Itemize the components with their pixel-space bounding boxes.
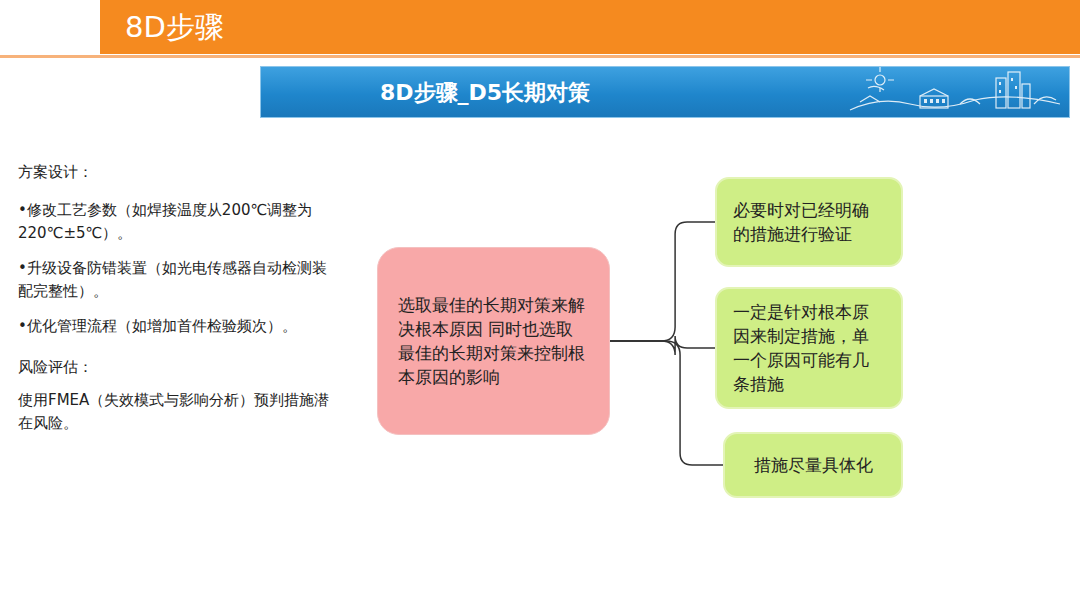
box-text: 选取最佳的长期对策来解决根本原因 同时也选取最佳的长期对策来控制根本原因的影响 [398, 293, 589, 389]
bullet-note: •升级设备防错装置（如光电传感器自动检测装配完整性）。 [18, 257, 336, 303]
box-text-group: 必要时对已经明确的措施进行验证 [733, 198, 885, 246]
connector-line [610, 341, 723, 465]
note-text: 使用FMEA（失效模式与影响分析）预判措施潜在风险。 [18, 389, 336, 435]
box-text: 措施尽量具体化 [754, 453, 873, 477]
bullet-note: •修改工艺参数（如焊接温度从200℃调整为220℃±5℃）。 [18, 199, 336, 245]
bracket-connector [610, 341, 723, 465]
connector-line [610, 222, 715, 341]
box-text-group: 选取最佳的长期对策来解决根本原因 同时也选取最佳的长期对策来控制根本原因的影响 [398, 293, 589, 389]
header-rule [0, 55, 1080, 58]
measure-box: 必要时对已经明确的措施进行验证 [715, 177, 903, 267]
box-text: 必要时对已经明确的措施进行验证 [733, 198, 885, 246]
box-text-group: 一定是针对根本原因来制定措施，单一个原因可能有几条措施 [733, 300, 885, 396]
bracket-connector [610, 336, 715, 355]
bracket-connector [610, 222, 715, 341]
box-text: 一定是针对根本原因来制定措施，单一个原因可能有几条措施 [733, 300, 885, 396]
header-bar [100, 0, 1080, 54]
measure-box: 措施尽量具体化 [723, 432, 903, 498]
section-title: 8D步骤_D5长期对策 [380, 78, 590, 108]
main-strategy-box: 选取最佳的长期对策来解决根本原因 同时也选取最佳的长期对策来控制根本原因的影响 [377, 247, 610, 435]
measure-box: 一定是针对根本原因来制定措施，单一个原因可能有几条措施 [715, 287, 903, 409]
note-heading: 方案设计： [18, 161, 336, 184]
note-heading: 风险评估： [18, 356, 336, 379]
box-text-group: 措施尽量具体化 [754, 453, 873, 477]
bullet-note: •优化管理流程（如增加首件检验频次）。 [18, 315, 336, 338]
page-title: 8D步骤 [125, 8, 224, 46]
connector-line [610, 336, 715, 355]
